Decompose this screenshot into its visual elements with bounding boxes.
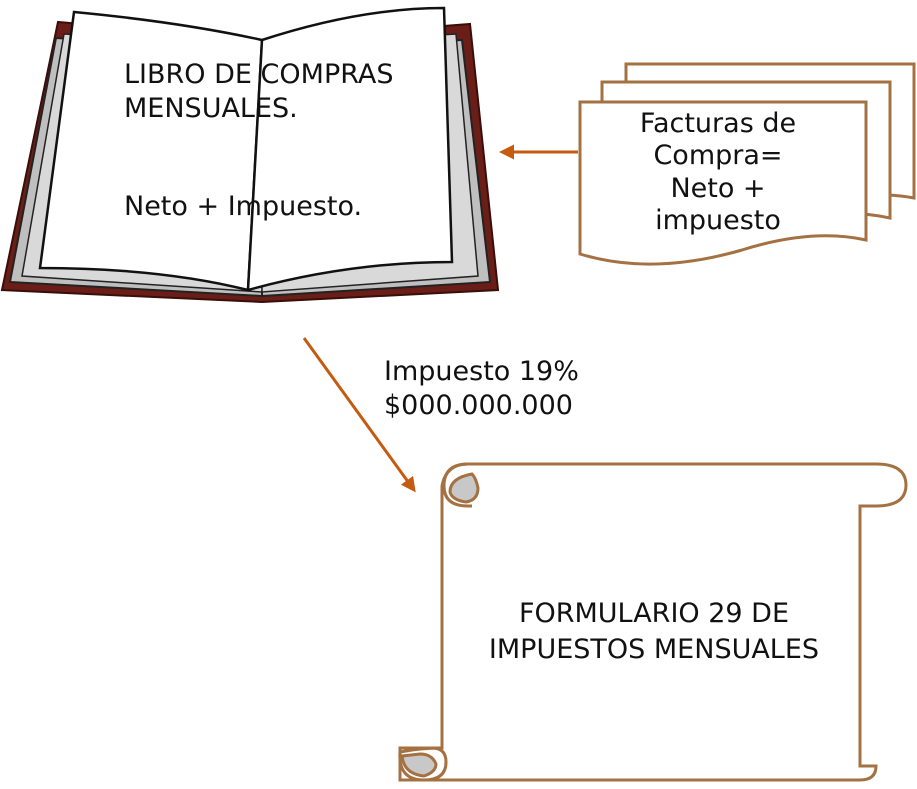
invoices-stack-icon bbox=[578, 62, 916, 266]
book-icon bbox=[0, 6, 500, 304]
scroll-icon bbox=[398, 462, 908, 782]
book-title-line2: MENSUALES. bbox=[124, 92, 298, 124]
form-label-line1: FORMULARIO 29 DE bbox=[518, 598, 790, 629]
invoices-label: Facturas de Compra= Neto + impuesto bbox=[600, 108, 836, 238]
tax-label-line2: $000.000.000 bbox=[384, 389, 573, 421]
form-label-line2: IMPUESTOS MENSUALES bbox=[488, 633, 820, 665]
invoices-label-line2: Compra= bbox=[653, 140, 783, 172]
invoices-label-line1: Facturas de bbox=[639, 108, 797, 139]
invoices-label-line3: Neto + bbox=[670, 172, 766, 204]
form-label: FORMULARIO 29 DE IMPUESTOS MENSUALES bbox=[454, 596, 854, 668]
arrow-book-to-form bbox=[302, 337, 416, 493]
book-subtitle: Neto + Impuesto. bbox=[124, 191, 363, 222]
tax-label: Impuesto 19% $000.000.000 bbox=[384, 355, 579, 423]
book-title: LIBRO DE COMPRAS MENSUALES. bbox=[124, 58, 394, 126]
tax-label-line1: Impuesto 19% bbox=[384, 356, 579, 387]
invoices-label-line4: impuesto bbox=[655, 205, 781, 237]
book-title-line1: LIBRO DE COMPRAS bbox=[124, 59, 394, 90]
